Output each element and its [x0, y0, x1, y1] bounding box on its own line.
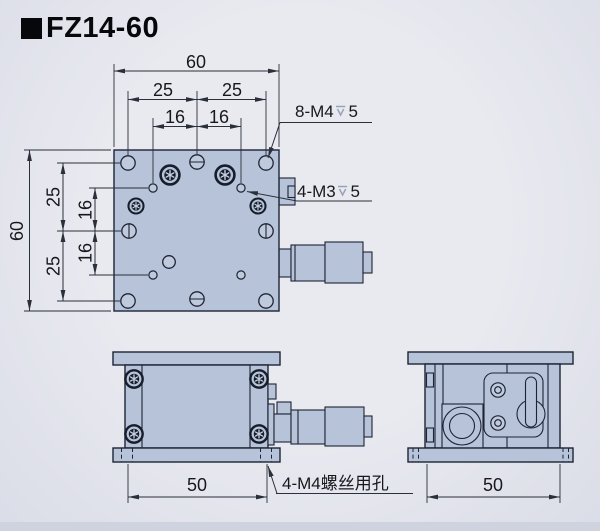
knurled-lock-screw	[159, 164, 181, 186]
base-hole-hidden-lines	[412, 448, 569, 462]
knurled-lock-screw	[249, 369, 269, 389]
stage-top-plate	[113, 149, 280, 312]
m4-thread-label: 8-M4	[295, 102, 334, 121]
dim-total-width-label: 60	[186, 52, 206, 72]
m3-holes	[148, 183, 246, 280]
top-view-horizontal-dimensions: 60 25 25 16 16	[113, 52, 280, 183]
model-number: FZ14-60	[46, 12, 160, 44]
page-title: FZ14-60	[21, 12, 159, 45]
front-top-plate	[112, 351, 281, 366]
m4-callout: 8-M4 5	[267, 102, 372, 159]
dim-inner-bottom-span-label: 16	[76, 243, 96, 263]
base-hole-hidden-lines	[121, 448, 272, 462]
top-view: 60 25 25 16 16 60 25 25 16 16	[7, 52, 373, 312]
adjuster-slot	[524, 376, 538, 428]
side-column-tab	[425, 427, 435, 443]
side-base-plate	[407, 447, 574, 463]
m3-callout: 4-M3 5	[246, 182, 372, 202]
micrometer-head-front	[267, 401, 373, 447]
depth-symbol-icon	[336, 105, 346, 117]
dim-left-span-label: 25	[153, 80, 173, 100]
m3-depth-label: 5	[351, 182, 360, 201]
front-body	[124, 364, 269, 449]
footer-band	[0, 522, 600, 531]
micrometer-end-view	[442, 406, 482, 446]
dim-total-height-label: 60	[7, 221, 27, 241]
dowel-hole	[162, 255, 176, 269]
dim-inner-top-span-label: 16	[76, 200, 96, 220]
knurled-lock-screw	[124, 369, 144, 389]
side-view: 50	[407, 351, 574, 503]
side-column-tab	[425, 372, 435, 388]
dim-inner-left-span-label: 16	[165, 107, 185, 127]
micrometer-head-top	[278, 241, 373, 284]
knurled-lock-screw	[127, 197, 145, 215]
knurled-lock-screw	[249, 424, 269, 444]
side-view-dimension: 50	[426, 464, 561, 503]
micrometer-bracket	[278, 177, 296, 206]
title-bullet-icon	[21, 18, 42, 39]
base-holes-callout: 4-M4螺丝用孔	[267, 465, 413, 494]
knurled-lock-screw	[214, 164, 236, 186]
depth-symbol-icon	[338, 185, 348, 197]
base-holes-label: 4-M4螺丝用孔	[282, 474, 389, 493]
front-view: 50 4-M4螺丝用孔	[112, 351, 413, 503]
top-view-vertical-dimensions: 60 25 25 16 16	[7, 149, 148, 312]
dim-bottom-span-label: 25	[44, 256, 64, 276]
side-cover-panel	[483, 372, 546, 438]
front-side-tab	[267, 383, 277, 400]
dim-body-depth-label: 50	[483, 475, 503, 495]
dim-inner-right-span-label: 16	[209, 107, 229, 127]
dim-right-span-label: 25	[222, 80, 242, 100]
knurled-lock-screw	[124, 424, 144, 444]
m4-depth-label: 5	[349, 102, 358, 121]
m4-holes	[120, 154, 274, 309]
knurled-lock-screw	[249, 197, 267, 215]
front-view-dimension: 50	[127, 464, 268, 503]
side-top-plate	[407, 351, 574, 365]
dim-mount-hole-spacing-label: 50	[187, 475, 207, 495]
front-base-plate	[112, 447, 281, 463]
m3-thread-label: 4-M3	[297, 182, 336, 201]
dim-top-span-label: 25	[44, 187, 64, 207]
